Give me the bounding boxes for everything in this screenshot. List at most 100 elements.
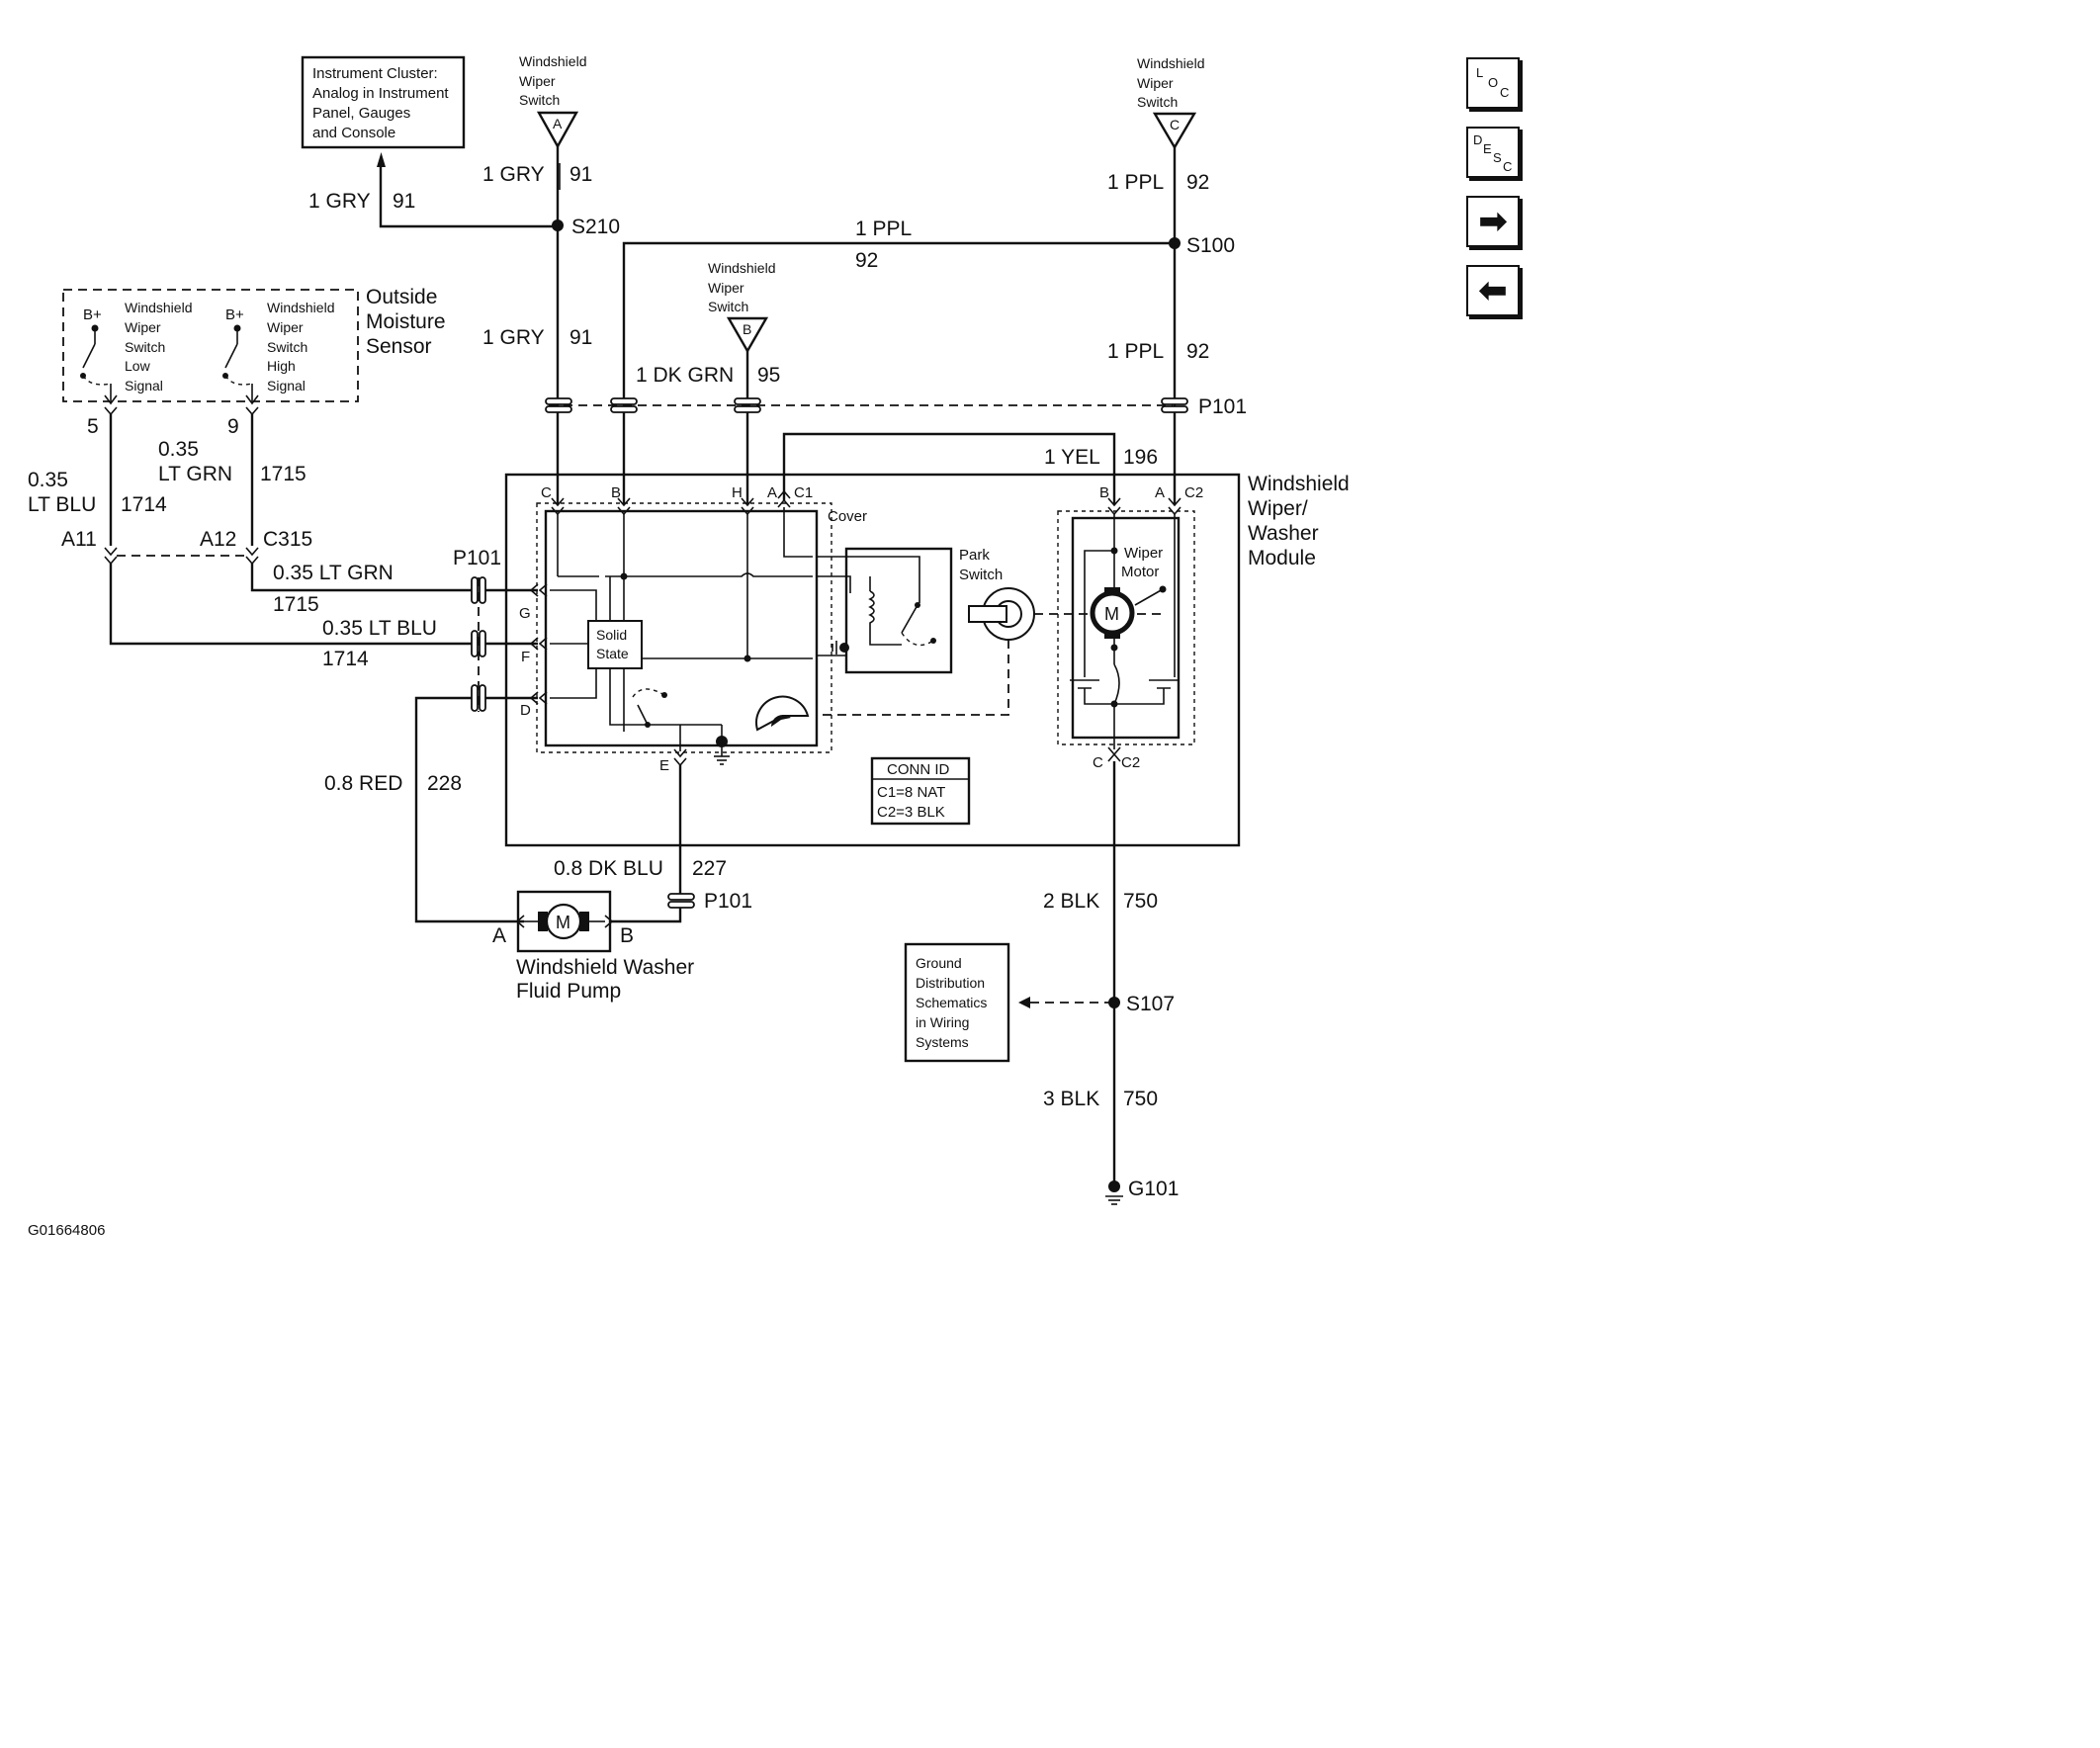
connector-label: P101 [1198, 395, 1247, 418]
switch-label: Low [125, 358, 151, 374]
ground-dist-line: Ground [916, 955, 962, 971]
ground-dist-line: in Wiring [916, 1014, 969, 1030]
supply-label: B+ [225, 306, 244, 323]
switch-ref-label: Wiper [708, 280, 744, 296]
wire-circuit: 1715 [260, 463, 306, 485]
pin-letter: E [659, 757, 669, 774]
ground-dist-line: Distribution [916, 975, 985, 991]
wire-circuit: 92 [855, 249, 878, 272]
connector-pin: A12 [200, 528, 236, 551]
red-wire [414, 696, 524, 923]
wire-circuit: 91 [569, 326, 592, 349]
splice-label: S107 [1126, 993, 1175, 1015]
p101-connectors-left [471, 576, 486, 712]
pin-letter: B [611, 484, 621, 501]
motor-symbol: M [1104, 604, 1119, 624]
pin-letter: D [520, 702, 531, 719]
desc-letter: E [1483, 141, 1492, 156]
pin-letter: C [1093, 754, 1103, 771]
arrow-up-icon [377, 152, 386, 167]
pin-letter: H [732, 484, 743, 501]
wire-circuit: 196 [1123, 446, 1158, 469]
pin-letter: G [519, 605, 531, 622]
switch-ref-label: Wiper [519, 73, 556, 89]
switch-label: Wiper [125, 319, 161, 335]
wire-label: 1 GRY [308, 190, 371, 213]
back-button[interactable]: ⬅ [1466, 265, 1520, 316]
wire-circuit: 92 [1186, 340, 1209, 363]
wiper-switch-ref-c: Windshield Wiper Switch C [1137, 55, 1204, 150]
wire-label: 1 YEL [1044, 446, 1100, 469]
ltgrn-wire [250, 564, 473, 592]
conn-id-table: CONN ID C1=8 NAT C2=3 BLK [870, 756, 971, 826]
supply-label: B+ [83, 306, 102, 323]
module-title: Wiper/ [1248, 497, 1308, 520]
arrow-right-icon: ➡ [1478, 203, 1508, 240]
wiper-washer-wiring-schematic: Instrument Cluster: Analog in Instrument… [28, 53, 1350, 1239]
loc-letter: L [1476, 65, 1484, 80]
sensor-title: Moisture [366, 310, 446, 333]
connector-label: C2 [1184, 484, 1203, 501]
connector-label: C315 [263, 528, 312, 551]
gry-wire-to-cluster [379, 166, 558, 228]
wire-circuit: 227 [692, 857, 727, 880]
ltblu-wire [109, 564, 473, 646]
instrument-cluster-line: Panel, Gauges [312, 105, 410, 122]
pump-label: Fluid Pump [516, 980, 621, 1003]
connector-label: P101 [453, 547, 501, 569]
wire-label: 2 BLK [1043, 890, 1099, 913]
pin-letter: A [767, 484, 777, 501]
wire-circuit: 91 [569, 163, 592, 186]
outside-moisture-sensor: Outside Moisture Sensor B+ Windshield Wi… [62, 286, 446, 402]
switch-ref-label: Windshield [1137, 55, 1204, 71]
wire-label: 1 DK GRN [636, 364, 734, 387]
splice-label: S100 [1186, 234, 1235, 257]
sensor-title: Outside [366, 286, 437, 308]
figure-id: G01664806 [28, 1222, 105, 1239]
loc-button[interactable]: L O C [1466, 57, 1520, 109]
switch-ref-label: Switch [708, 299, 748, 314]
forward-button[interactable]: ➡ [1466, 196, 1520, 247]
p101-connectors-top [545, 397, 1188, 413]
sensor-title: Sensor [366, 335, 432, 358]
switch-label: Windshield [125, 300, 192, 315]
wire-label: 0.35 LT BLU [322, 617, 437, 640]
wire-label: 1 PPL [1107, 171, 1164, 194]
wire-size: 0.35 [28, 469, 68, 491]
switch-ref-label: Wiper [1137, 75, 1174, 91]
pin-number: 5 [87, 415, 99, 438]
switch-ref-label: Switch [519, 92, 560, 108]
wiper-motor-label: Motor [1121, 564, 1159, 580]
switch-label: Windshield [267, 300, 334, 315]
wire-label: 1 PPL [855, 218, 912, 240]
washer-pump: M [515, 890, 614, 953]
connector-label: P101 [704, 890, 752, 913]
wire-circuit: 1714 [121, 493, 167, 516]
wire-label: 0.35 LT GRN [273, 562, 394, 584]
wire-size: 0.35 [158, 438, 199, 461]
switch-ref-label: Windshield [519, 53, 586, 69]
ground-g101 [1108, 1180, 1120, 1192]
instrument-cluster-line: Instrument Cluster: [312, 65, 438, 82]
switch-ref-label: Switch [1137, 94, 1178, 110]
loc-letter: C [1500, 85, 1510, 100]
pin-letter: A [1155, 484, 1165, 501]
pin-number: 9 [227, 415, 239, 438]
switch-label: Switch [125, 339, 165, 355]
dkblu-wire [610, 765, 682, 923]
instrument-cluster-block: Instrument Cluster: Analog in Instrument… [301, 55, 466, 149]
connector-label: C2 [1121, 754, 1140, 771]
desc-button[interactable]: D E S C [1466, 127, 1520, 178]
wiper-switch-ref-a: Windshield Wiper Switch A [519, 53, 586, 149]
park-switch-label: Switch [959, 567, 1003, 583]
wire-circuit: 228 [427, 772, 462, 795]
splice-label: S210 [571, 216, 620, 238]
solid-state-label: State [596, 646, 629, 661]
wire-circuit: 1714 [322, 648, 369, 670]
wire-circuit: 91 [393, 190, 415, 213]
motor-symbol: M [556, 913, 570, 932]
wire-circuit: 750 [1123, 890, 1158, 913]
switch-ref-label: Windshield [708, 260, 775, 276]
wiper-motor-box [1071, 516, 1181, 740]
ground-distribution-block: Ground Distribution Schematics in Wiring… [904, 942, 1010, 1063]
